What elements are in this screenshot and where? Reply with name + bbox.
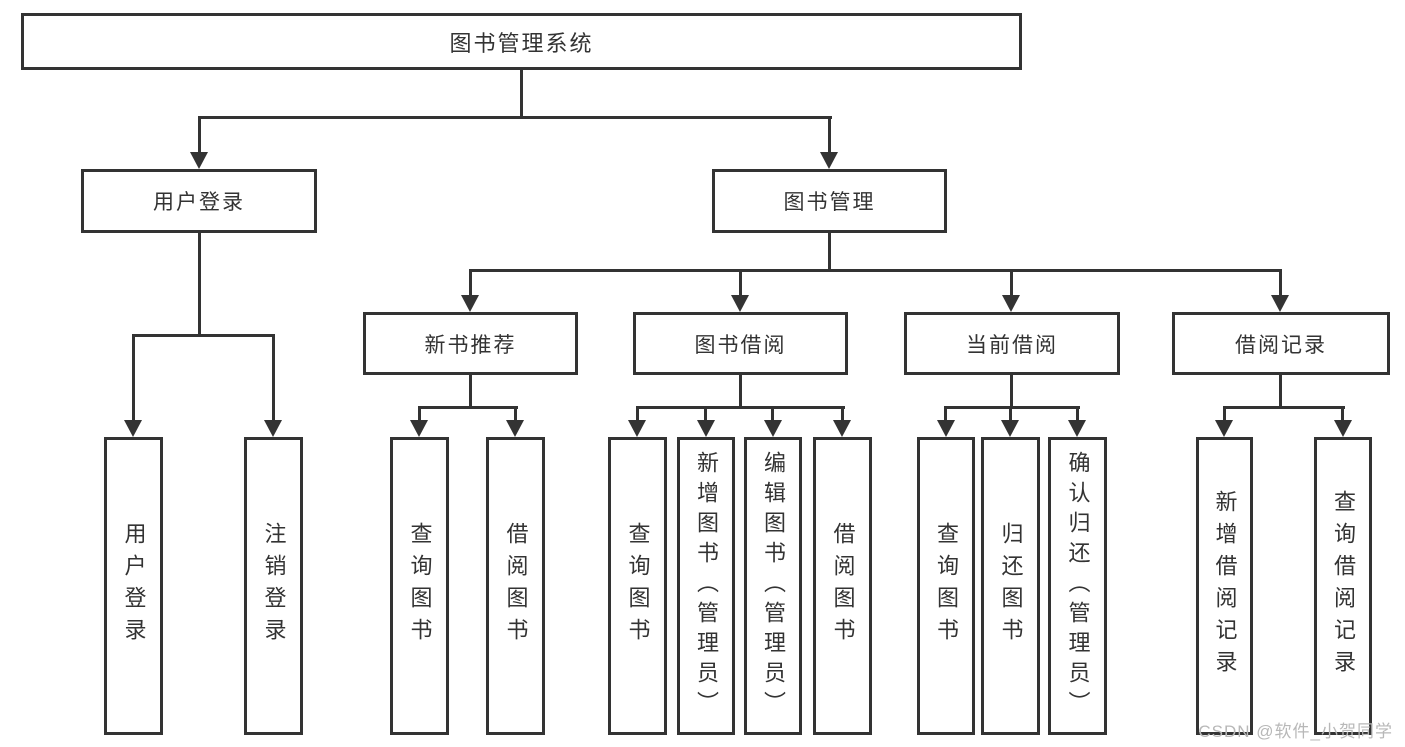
connector-root-stem — [520, 68, 523, 118]
connector-drop-confirm-return — [1076, 406, 1079, 421]
connector-drop-borrow2 — [841, 406, 844, 421]
connector-drop-add-book — [704, 406, 707, 421]
leaf-return-book: 归还图书 — [981, 437, 1040, 735]
connector-currentborrow-stem — [1010, 373, 1013, 408]
connector-drop-new-book — [469, 269, 472, 296]
leaf-add-book-admin: 新增图书（管理员） — [677, 437, 735, 735]
node-book-management: 图书管理 — [712, 169, 947, 233]
connector-drop-query1 — [418, 406, 421, 421]
arrow-down-return-book — [1001, 420, 1019, 437]
leaf-borrow-books-recommend: 借阅图书 — [486, 437, 545, 735]
connector-drop-book-borrow — [739, 269, 742, 296]
connector-borrowrecords-split — [1223, 406, 1345, 409]
connector-root-split — [198, 116, 832, 119]
connector-bookmgmt-split — [469, 269, 1282, 272]
leaf-user-login: 用户登录 — [104, 437, 163, 735]
node-new-book-recommend: 新书推荐 — [363, 312, 578, 375]
connector-drop-borrow-records — [1279, 269, 1282, 296]
leaf-logout: 注销登录 — [244, 437, 303, 735]
arrow-down-query-record — [1334, 420, 1352, 437]
leaf-query-borrow-record: 查询借阅记录 — [1314, 437, 1372, 735]
connector-bookborrow-stem — [739, 373, 742, 408]
connector-drop-leaf-logout — [272, 334, 275, 421]
arrow-down-borrow1 — [506, 420, 524, 437]
node-borrow-records: 借阅记录 — [1172, 312, 1390, 375]
connector-newbook-stem — [469, 373, 472, 408]
connector-drop-leaf-login — [132, 334, 135, 421]
connector-drop-return-book — [1009, 406, 1012, 421]
arrow-down-leaf-login — [124, 420, 142, 437]
connector-currentborrow-split — [944, 406, 1080, 409]
arrow-down-confirm-return — [1068, 420, 1086, 437]
arrow-down-query1 — [410, 420, 428, 437]
arrow-down-current-borrow — [1002, 295, 1020, 312]
connector-userlogin-stem — [198, 231, 201, 336]
leaf-add-borrow-record: 新增借阅记录 — [1196, 437, 1253, 735]
arrow-down-query2 — [628, 420, 646, 437]
node-current-borrow: 当前借阅 — [904, 312, 1120, 375]
connector-drop-current-borrow — [1010, 269, 1013, 296]
leaf-query-books-recommend: 查询图书 — [390, 437, 449, 735]
node-user-login: 用户登录 — [81, 169, 317, 233]
csdn-watermark: CSDN @软件_小贺同学 — [1198, 722, 1393, 741]
arrow-down-book-mgmt — [820, 152, 838, 169]
connector-drop-query2 — [636, 406, 639, 421]
arrow-down-new-book — [461, 295, 479, 312]
connector-userlogin-split — [132, 334, 275, 337]
connector-drop-query3 — [944, 406, 947, 421]
arrow-down-book-borrow — [731, 295, 749, 312]
connector-drop-book-mgmt — [828, 116, 831, 152]
arrow-down-user-login — [190, 152, 208, 169]
node-library-system: 图书管理系统 — [21, 13, 1022, 70]
node-book-borrow: 图书借阅 — [633, 312, 848, 375]
arrow-down-add-record — [1215, 420, 1233, 437]
connector-drop-user-login — [198, 116, 201, 152]
arrow-down-borrow-records — [1271, 295, 1289, 312]
leaf-confirm-return-admin: 确认归还（管理员） — [1048, 437, 1107, 735]
connector-drop-add-record — [1223, 406, 1226, 421]
arrow-down-leaf-logout — [264, 420, 282, 437]
leaf-query-books-current: 查询图书 — [917, 437, 975, 735]
connector-bookborrow-split — [636, 406, 845, 409]
leaf-edit-book-admin: 编辑图书（管理员） — [744, 437, 802, 735]
arrow-down-query3 — [937, 420, 955, 437]
leaf-query-books-borrow: 查询图书 — [608, 437, 667, 735]
connector-drop-edit-book — [771, 406, 774, 421]
arrow-down-edit-book — [764, 420, 782, 437]
arrow-down-borrow2 — [833, 420, 851, 437]
connector-bookmgmt-stem — [828, 231, 831, 272]
connector-newbook-split — [418, 406, 518, 409]
leaf-borrow-books: 借阅图书 — [813, 437, 872, 735]
connector-drop-query-record — [1341, 406, 1344, 421]
arrow-down-add-book — [697, 420, 715, 437]
connector-drop-borrow1 — [514, 406, 517, 421]
connector-borrowrecords-stem — [1279, 373, 1282, 408]
